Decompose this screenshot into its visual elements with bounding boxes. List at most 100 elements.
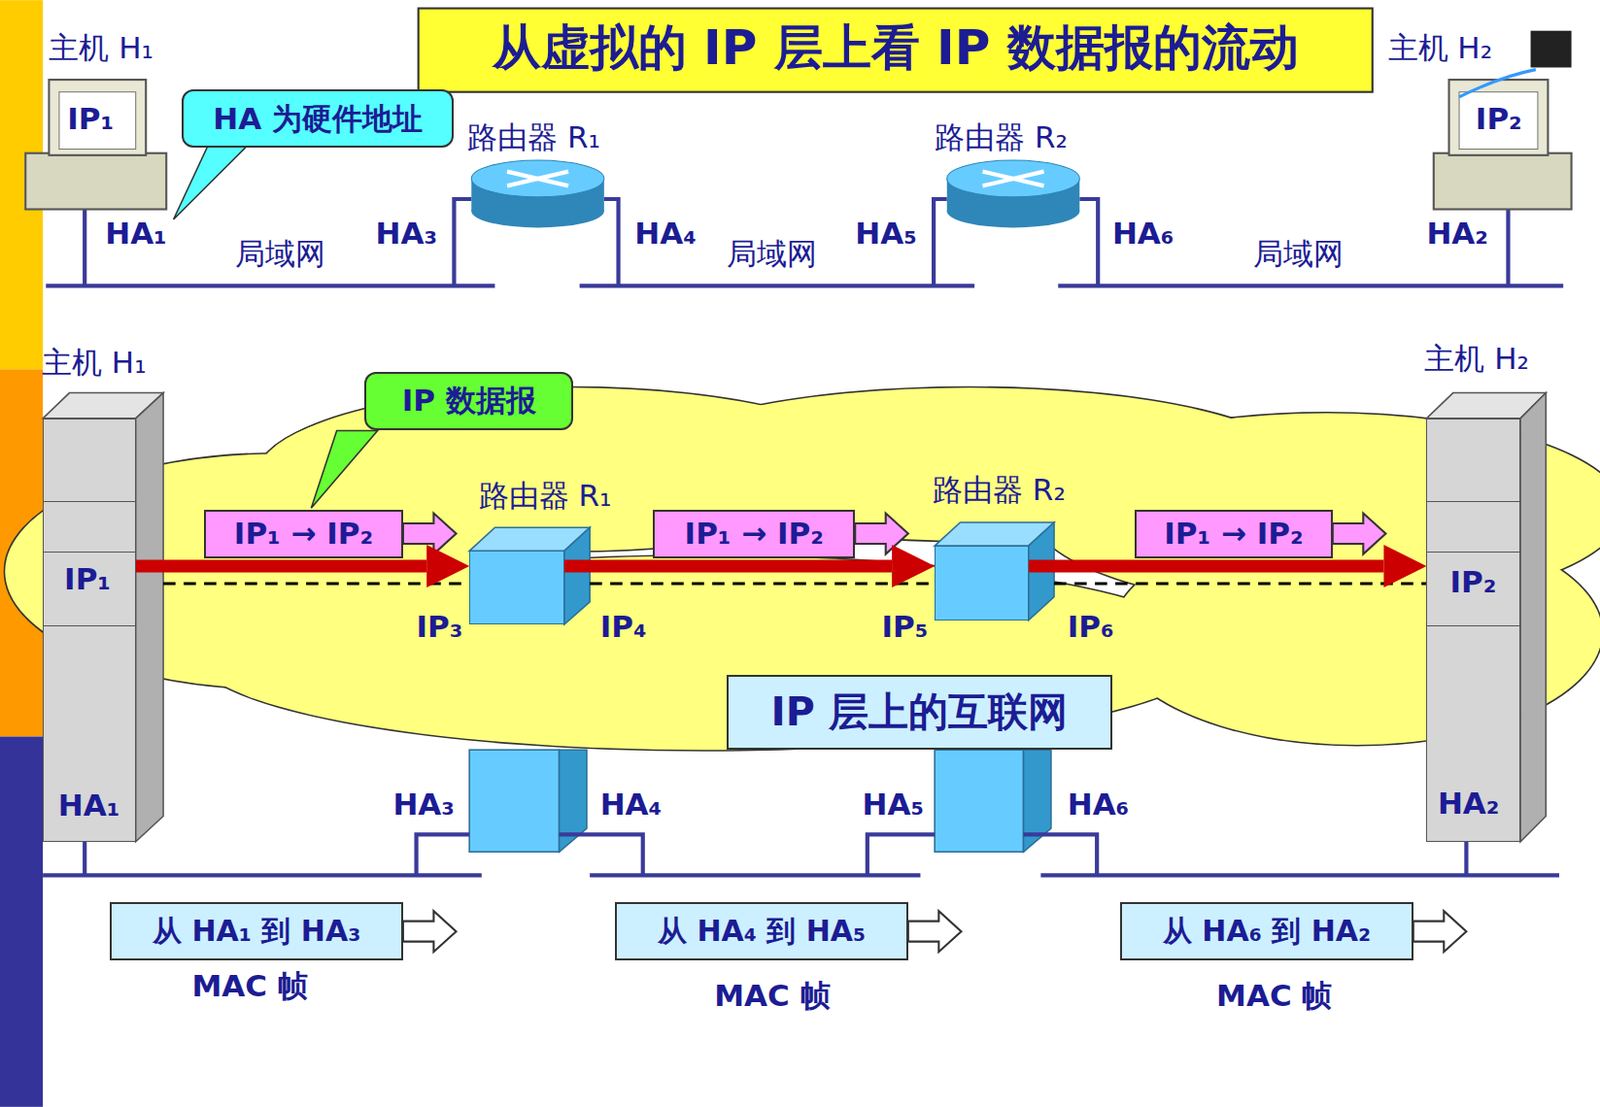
frame-box: 从 HA₆ 到 HA₂	[1120, 902, 1413, 962]
label-text: IP₄	[600, 610, 647, 646]
node-text: IP 数据报	[402, 383, 537, 419]
label-text: IP₆	[1067, 610, 1115, 646]
callout-box: IP 数据报	[364, 372, 574, 431]
node-text: 路由器 R₁	[478, 478, 613, 514]
top-wires	[45, 199, 1564, 286]
label-text: IP₅	[882, 610, 929, 646]
hollow-arrow	[908, 911, 962, 953]
bar-blue	[0, 737, 43, 1107]
label-text: 局域网	[1253, 237, 1344, 273]
router-cube: 路由器 R₂	[934, 545, 1029, 621]
label-text: HA₆	[1112, 216, 1175, 252]
label-text: HA₅	[862, 787, 925, 823]
host-stack-3d	[42, 393, 1546, 843]
router-column	[934, 749, 1023, 852]
bottom-wires	[42, 834, 1560, 876]
block-divider	[43, 501, 136, 503]
block-divider	[1427, 625, 1520, 627]
router-top	[471, 160, 605, 198]
node-text: 从 HA₆ 到 HA₂	[1162, 915, 1371, 950]
block-divider	[43, 625, 136, 627]
stack-side	[1520, 393, 1546, 843]
label-text: 主机 H₁	[48, 31, 154, 67]
datagram-box: IP₁ → IP₂	[1134, 510, 1333, 558]
cube-side	[564, 527, 590, 625]
block-divider	[43, 551, 136, 553]
host-case	[25, 153, 167, 210]
hollow-arrow	[403, 911, 457, 953]
node-text: IP 层上的互联网	[771, 689, 1069, 736]
label-text: HA₅	[854, 216, 918, 252]
cloud	[4, 387, 1600, 750]
node-text: 主机 H₂	[1424, 341, 1530, 377]
arrow-shaft	[564, 559, 892, 573]
host-stack: 主机 H₁IP₁HA₁	[42, 418, 137, 843]
router-base	[947, 195, 1081, 229]
host-screen	[59, 92, 137, 150]
label-text: 局域网	[235, 237, 326, 273]
node-text: IP₁ → IP₂	[234, 516, 374, 552]
arrow-head	[1383, 544, 1427, 588]
arrow-head	[426, 544, 470, 588]
label-text: HA₁	[104, 216, 168, 252]
server-arrow	[1459, 69, 1536, 98]
title-box	[418, 8, 1373, 93]
host-monitor	[48, 79, 146, 156]
label-text: MAC 帧	[714, 979, 830, 1015]
callout-tail	[310, 430, 377, 509]
hollow-arrows	[403, 513, 1466, 954]
hollow-arrow	[854, 513, 909, 555]
lan-wire	[45, 199, 1564, 286]
router-cube: 路由器 R₁	[469, 550, 565, 625]
node-text: 主机 H₁	[41, 345, 147, 381]
label-text: IP₃	[416, 610, 464, 646]
label-text: 路由器 R₂	[934, 120, 1068, 156]
label-text: HA₄	[634, 216, 697, 252]
label-text: HA₆	[1067, 787, 1130, 823]
node-text: HA 为硬件地址	[212, 102, 423, 137]
label-text: 路由器 R₁	[467, 120, 601, 156]
host-screen	[1459, 92, 1538, 150]
label-text: 主机 H₂	[1388, 31, 1494, 67]
block-divider	[1427, 501, 1520, 503]
host-monitor	[1449, 79, 1549, 156]
label-text: 局域网	[726, 237, 818, 273]
hollow-arrow	[1413, 911, 1467, 953]
label-text: MAC 帧	[191, 969, 307, 1005]
title-text: 从虚拟的 IP 层上看 IP 数据报的流动	[492, 18, 1299, 77]
arrow-shaft	[1028, 559, 1385, 573]
label-text: IP₂	[1475, 102, 1523, 137]
block-divider	[1427, 551, 1520, 553]
router-arrows	[507, 171, 569, 187]
router-column	[469, 749, 559, 852]
node-subtext: IP₁	[64, 562, 111, 598]
label-text: IP₁	[67, 102, 114, 137]
node-text: 路由器 R₂	[932, 473, 1066, 509]
node-text: IP₁ → IP₂	[684, 516, 824, 552]
virtual-link	[163, 581, 1427, 585]
node-subtext: HA₂	[1437, 786, 1500, 822]
frame-box: 从 HA₁ 到 HA₃	[109, 902, 403, 962]
datagram-box: IP₁ → IP₂	[204, 510, 404, 558]
label-text: HA₃	[392, 787, 455, 823]
server-icon	[1531, 31, 1572, 69]
router-top	[947, 160, 1081, 198]
node-subtext: HA₁	[58, 788, 121, 824]
network-label-box: IP 层上的互联网	[726, 675, 1113, 750]
datagram-box: IP₁ → IP₂	[652, 510, 855, 558]
router-arrows	[983, 171, 1045, 187]
arrow-shaft	[136, 559, 427, 573]
lan-wire	[42, 834, 1560, 876]
stack-side	[136, 393, 164, 843]
node-text: 从 HA₁ 到 HA₃	[152, 915, 361, 950]
arrow-head	[891, 544, 935, 588]
label-text: HA₂	[1426, 216, 1489, 252]
node-text: 从 HA₄ 到 HA₅	[657, 915, 866, 950]
hollow-arrow	[1332, 513, 1387, 555]
callout-tail	[173, 142, 251, 220]
node-text: IP₁ → IP₂	[1163, 516, 1303, 552]
label-text: HA₃	[375, 216, 439, 252]
router-base	[471, 195, 605, 229]
callout-box: HA 为硬件地址	[181, 89, 454, 148]
host-stack: 主机 H₂IP₂HA₂	[1426, 418, 1521, 843]
